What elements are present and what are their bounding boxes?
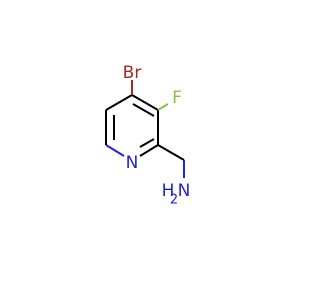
bromine-label: Br <box>123 63 142 83</box>
bond-c5-c4 <box>105 94 133 111</box>
bond-c4-c3 <box>131 94 159 111</box>
bond-c2-ch2 <box>157 144 185 161</box>
bond-c2-n1 <box>139 144 159 157</box>
bond-c4-c3-double <box>132 103 155 117</box>
ring-nitrogen-label: N <box>126 153 139 173</box>
fluorine-label: F <box>172 88 182 108</box>
bond-n1-c6 <box>105 144 125 157</box>
amine-hydrogen-label: H <box>162 181 175 201</box>
molecule-structure: Br F N N H 2 <box>105 63 191 208</box>
bond-c2-n1-double <box>139 138 155 148</box>
bond-c3-f <box>157 103 169 111</box>
amine-hydrogen-subscript: 2 <box>170 193 178 208</box>
amine-nitrogen-label: N <box>178 181 191 201</box>
